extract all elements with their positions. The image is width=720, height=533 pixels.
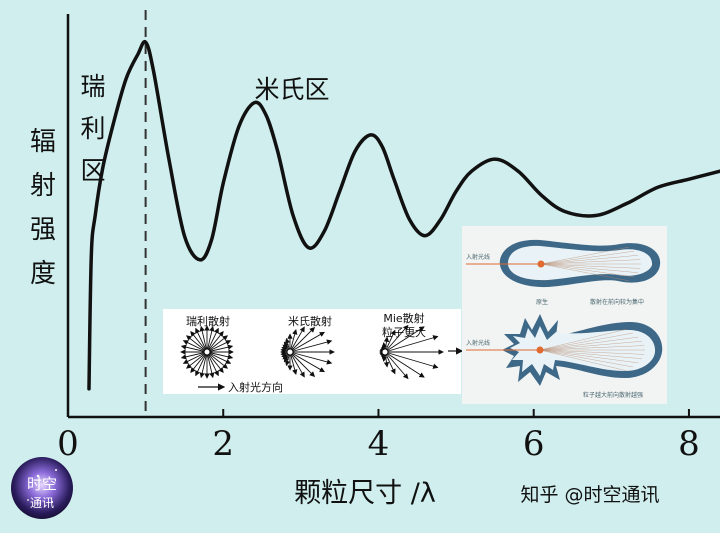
mie-large-label-line2: 粒子更大 [382, 325, 426, 339]
watermark: 知乎 @时空通讯 [520, 484, 659, 506]
forward-scattering-shape-bottom [502, 314, 663, 386]
mie-scattering-label: 米氏散射 [288, 314, 332, 328]
x-tick-label: 0 [57, 424, 79, 464]
mie-region-label: 米氏区 [254, 75, 329, 104]
x-ticks [67, 409, 690, 417]
mie-large-label-line1: Mie散射 [383, 311, 424, 325]
logo-text-line2: 通讯 [30, 496, 54, 510]
rayleigh-scattering-label: 瑞利散射 [186, 314, 230, 328]
forward-scattering-shape-top [499, 239, 661, 288]
x-axis-label: 颗粒尺寸 /λ [294, 478, 436, 509]
x-tick-labels: 0 2 4 6 8 [57, 424, 700, 464]
rayleigh-region-label: 瑞利区 [80, 72, 105, 185]
caption-bottom: 粒子越大前向散射越强 [583, 391, 643, 399]
incident-ray-label-bottom: 入射光线 [466, 339, 490, 347]
particle-label: 原生 [536, 298, 548, 306]
x-tick-label: 2 [212, 424, 234, 464]
x-tick-label: 6 [523, 424, 545, 464]
rayleigh-pattern-icon [180, 325, 234, 379]
radiation-intensity-curve [87, 39, 720, 391]
x-tick-label: 8 [678, 424, 700, 464]
mie-large-pattern-icon [379, 324, 444, 380]
scattering-inset-left: 瑞利散射 米氏散射 Mie散射 粒子更大 入射光方向 [163, 309, 464, 394]
x-tick-label: 4 [368, 424, 390, 464]
logo-text-line1: 时空 [27, 475, 57, 493]
scattering-inset-right: 入射光线 原生 散射在前向较为集中 入射光线 粒子越大前向散射越强 [462, 226, 667, 404]
mie-pattern-icon [280, 326, 335, 378]
logo: 时空 通讯 [11, 457, 73, 519]
incident-ray-label-top: 入射光线 [466, 253, 490, 261]
y-axis-label: 辐射强度 [30, 127, 56, 289]
incident-direction-label: 入射光方向 [228, 380, 283, 394]
caption-top: 散射在前向较为集中 [590, 298, 644, 306]
